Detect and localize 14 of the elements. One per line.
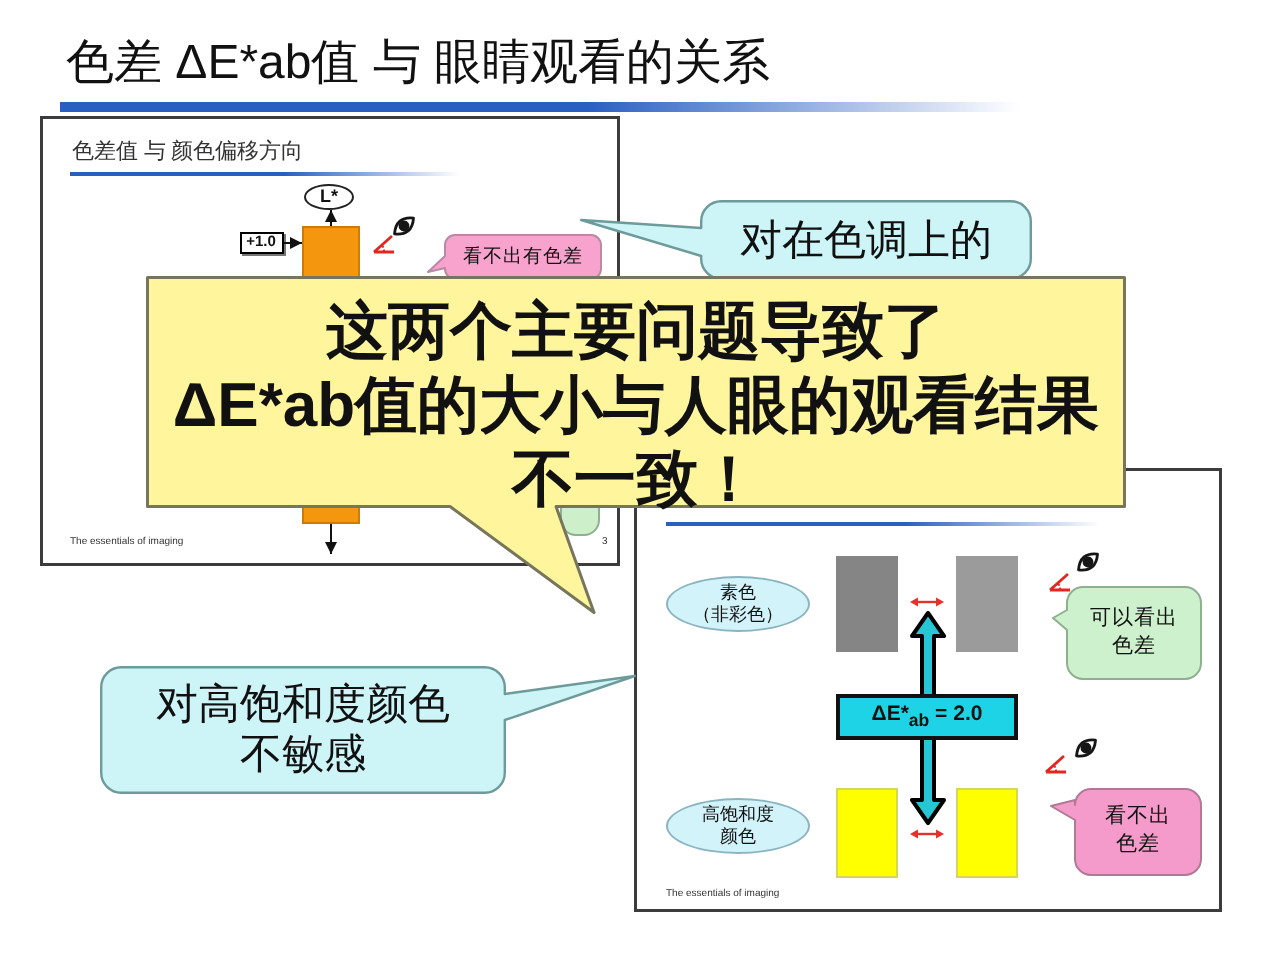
callout-bubble: 对高饱和度颜色不敏感 [100, 666, 636, 794]
callout-bubble: 对在色调上的 [580, 200, 1032, 280]
speech-bubble: 可以看出色差 [1052, 586, 1202, 680]
slide-title: 色差值 与 颜色偏移方向 [72, 138, 303, 166]
arrow [325, 523, 337, 555]
label-ellipse: L* [304, 184, 354, 210]
category-ellipse: 高饱和度颜色 [666, 798, 810, 854]
arrow [283, 237, 303, 249]
value-box: ΔE*$_{ab}$ = 2.0 [836, 694, 1018, 740]
speech-bubble: 看不出色差 [1050, 788, 1202, 876]
speech-bubble: 看不出有色差 [426, 234, 602, 280]
category-ellipse: 素色（非彩色） [666, 576, 810, 632]
arrow [325, 209, 337, 227]
page-title: 色差 ΔE*ab值 与 眼睛观看的关系 [66, 34, 771, 94]
